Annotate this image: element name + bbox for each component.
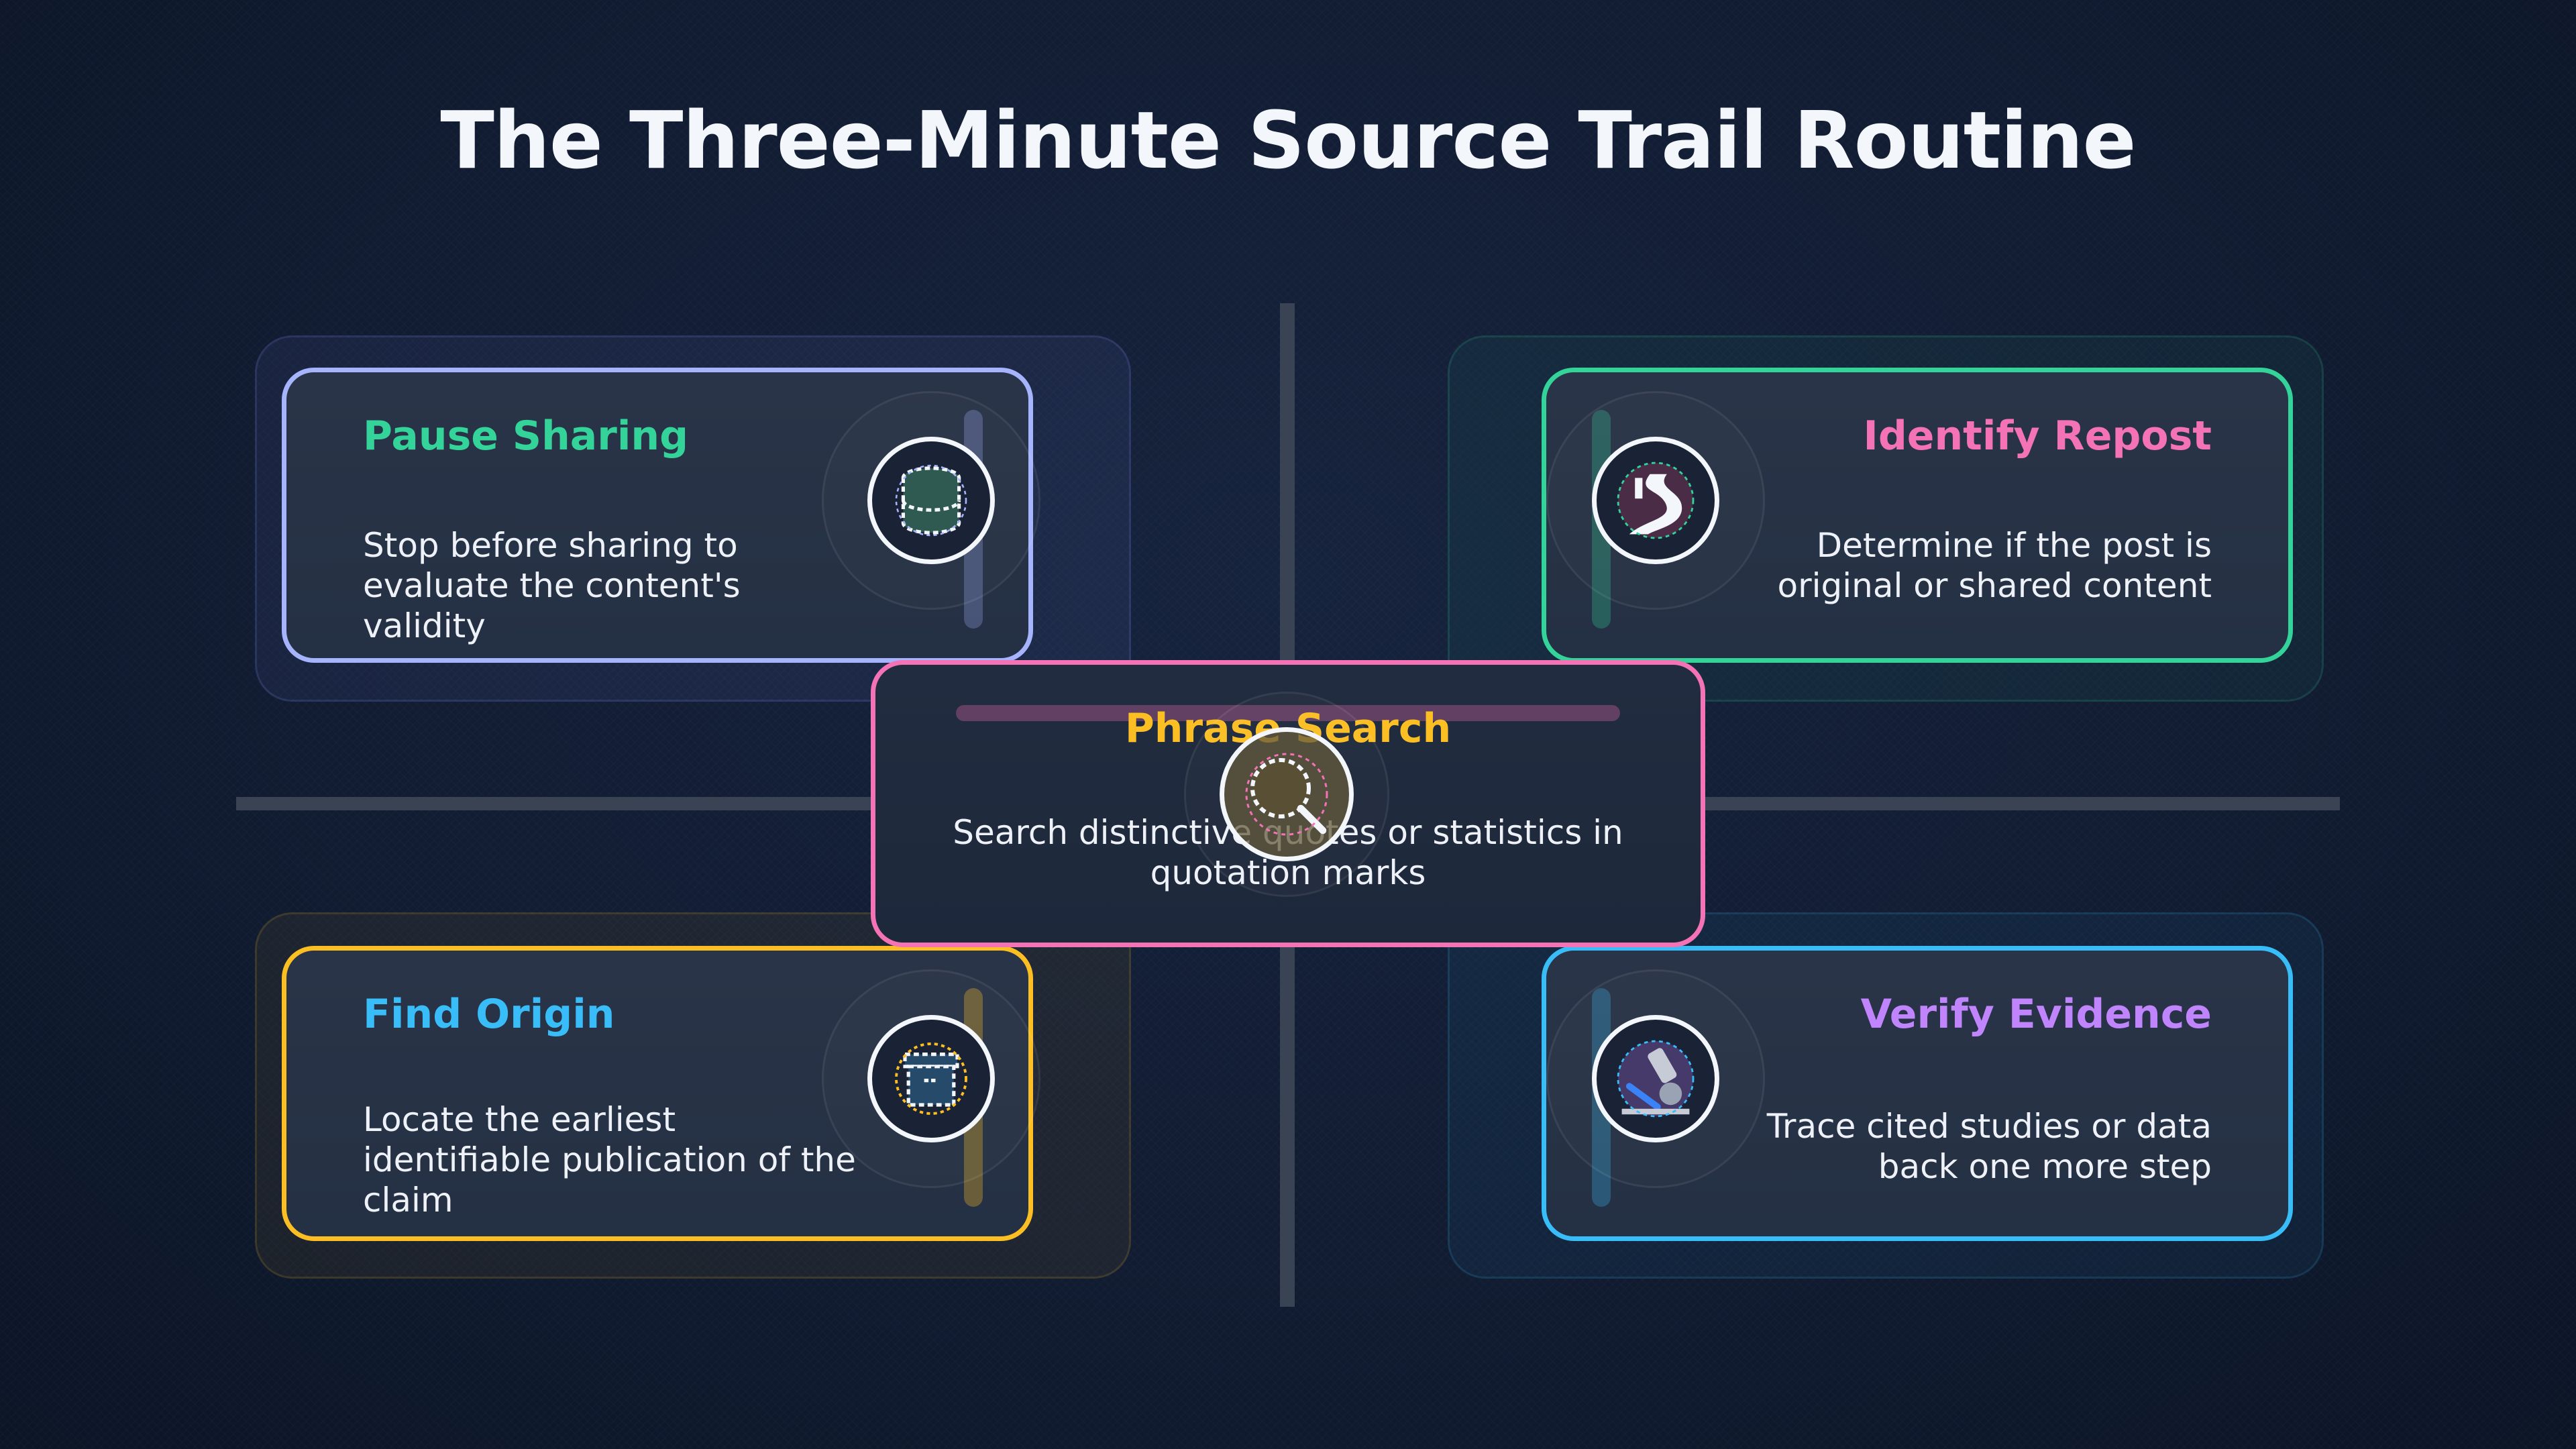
- diagram-title: The Three-Minute Source Trail Routine: [440, 94, 2136, 186]
- step-description: Determine if the post is original or sha…: [1777, 526, 2212, 605]
- step-card-identify-repost: Identify Repost Determine if the post is…: [1542, 368, 2293, 663]
- icon-ring: [1546, 391, 1765, 610]
- step-description: Locate the earliest identifiable publica…: [363, 1100, 856, 1220]
- icon-ring: [1546, 969, 1765, 1188]
- step-title: Verify Evidence: [1860, 991, 2212, 1038]
- step-card-pause-sharing: Pause Sharing Stop before sharing to eva…: [282, 368, 1040, 663]
- archive-box-icon: [867, 1015, 995, 1142]
- icon-ring: [822, 391, 1040, 610]
- icon-ring: [1184, 692, 1389, 897]
- magnifier-icon: [1220, 727, 1354, 861]
- database-icon: [867, 437, 995, 564]
- step-title: Identify Repost: [1863, 413, 2212, 460]
- icon-ring: [822, 969, 1040, 1188]
- road-icon: [1592, 437, 1719, 564]
- step-title: Find Origin: [363, 991, 615, 1038]
- step-card-verify-evidence: Verify Evidence Trace cited studies or d…: [1542, 946, 2293, 1241]
- step-title: Pause Sharing: [363, 413, 689, 460]
- step-card-find-origin: Find Origin Locate the earliest identifi…: [282, 946, 1040, 1241]
- microscope-icon: [1592, 1015, 1719, 1142]
- step-description: Trace cited studies or data back one mor…: [1766, 1107, 2212, 1186]
- step-description: Stop before sharing to evaluate the cont…: [363, 526, 741, 645]
- step-card-phrase-search: Phrase Search Search distinctive quotes …: [871, 660, 1705, 947]
